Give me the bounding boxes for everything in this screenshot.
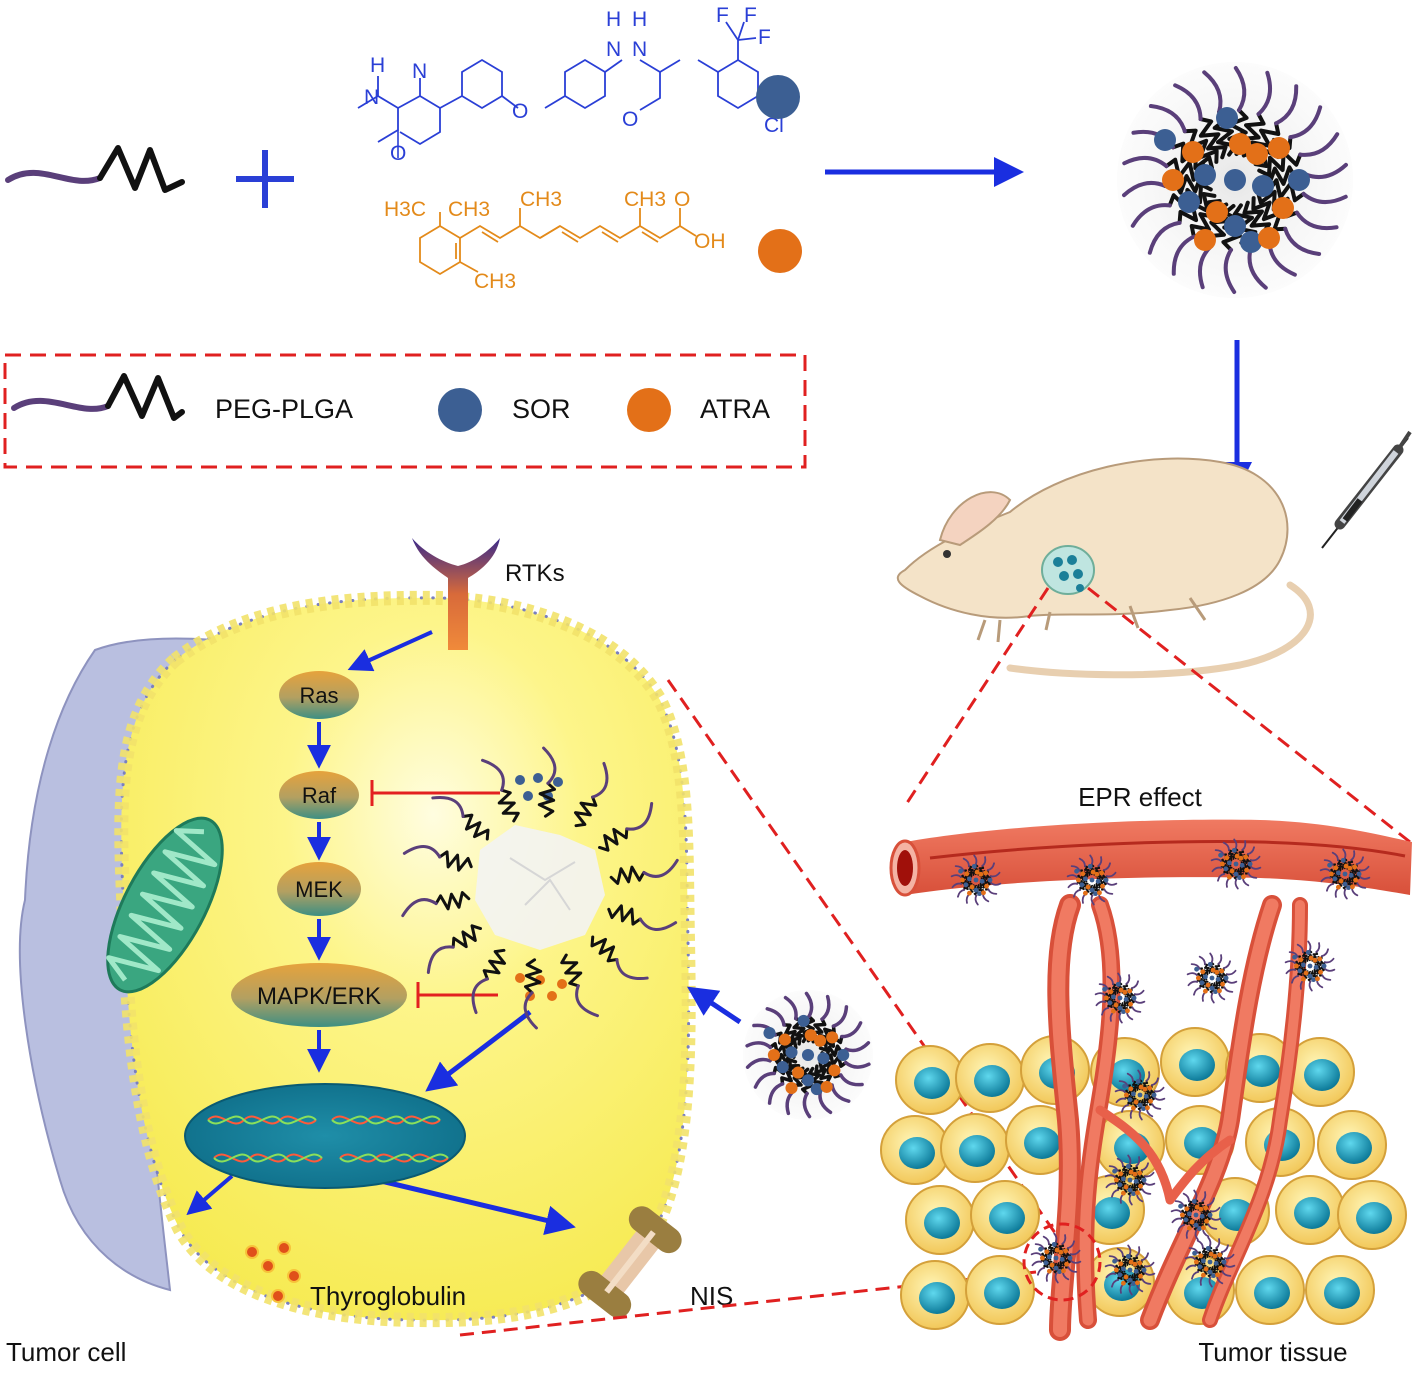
mitochondrion — [106, 816, 224, 994]
tumor-tissue-label: Tumor tissue — [1198, 1337, 1347, 1367]
atom-h3c: H3C — [384, 198, 426, 221]
atom-f2: F — [744, 4, 757, 27]
atom-o: O — [674, 188, 690, 211]
atom-ch3-c: CH3 — [624, 188, 666, 211]
micelle-large — [1117, 62, 1353, 298]
pathway-raf: Raf — [279, 771, 359, 819]
atom-o-ether: O — [512, 100, 528, 123]
pathway-mapk: MAPK/ERK — [231, 963, 407, 1027]
legend-sor-dot — [438, 388, 482, 432]
atom-ch3-d: CH3 — [474, 270, 516, 293]
nucleus — [184, 1083, 466, 1189]
thyroglobulin-label: Thyroglobulin — [310, 1281, 466, 1311]
cell-zoom-line-top — [666, 679, 1062, 1241]
mek-label: MEK — [295, 877, 343, 902]
atom-n-urea1: N — [606, 38, 621, 61]
atom-h: H — [370, 54, 385, 77]
atom-h-urea2: H — [632, 8, 647, 31]
atom-f3: F — [758, 26, 771, 49]
ras-label: Ras — [299, 683, 338, 708]
inhibition-lines — [370, 780, 500, 1008]
atom-oh: OH — [694, 230, 726, 253]
epr-label: EPR effect — [1078, 782, 1203, 812]
cell-zoom-line-bottom — [459, 1270, 1037, 1337]
tissue-micelles — [950, 838, 1371, 1296]
atra-labels: H3C CH3 CH3 CH3 CH3 O OH — [384, 188, 726, 293]
rtk-receptor: RTKs — [412, 538, 565, 650]
zoom-line-right — [1087, 586, 1411, 844]
pathway-arrows — [186, 630, 742, 1236]
atom-n: N — [364, 86, 379, 109]
tumor-cell-label: Tumor cell — [6, 1337, 126, 1367]
pathway-ras: Ras — [279, 671, 359, 719]
mouse — [896, 457, 1314, 679]
atom-n-urea2: N — [632, 38, 647, 61]
sorafenib-labels: H N N O O H N H N O F F F Cl — [364, 4, 784, 165]
legend-atra-dot — [627, 388, 671, 432]
mouse-tumor — [1041, 545, 1095, 595]
legend-atra-label: ATRA — [700, 394, 770, 424]
legend-polymer-peg — [11, 397, 111, 412]
sor-marker-top — [756, 75, 800, 119]
micelle-entering — [743, 990, 873, 1120]
plus-sign — [236, 150, 294, 208]
legend-sor-label: SOR — [512, 394, 571, 424]
nis-transporter — [578, 1206, 682, 1318]
polymer-chain-top — [5, 145, 185, 193]
atom-o-carbonyl: O — [390, 142, 406, 165]
raf-label: Raf — [302, 783, 337, 808]
atom-h-urea1: H — [606, 8, 621, 31]
atra-structure — [419, 208, 697, 276]
atom-n-ring: N — [412, 60, 427, 83]
mapk-label: MAPK/ERK — [257, 983, 381, 1010]
pathway-mek: MEK — [277, 862, 361, 916]
syringe — [1321, 430, 1412, 549]
atom-f1: F — [716, 4, 729, 27]
legend-box: PEG-PLGA SOR ATRA — [3, 353, 807, 469]
legend-polymer-label: PEG-PLGA — [215, 394, 353, 424]
atom-ch3-b: CH3 — [520, 188, 562, 211]
legend-polymer-plga — [105, 373, 185, 421]
atom-cl: Cl — [764, 114, 784, 137]
thyroglobulin-dots — [245, 1241, 301, 1303]
rtk-label: RTKs — [505, 560, 565, 587]
tissue-zoom-circle — [1022, 1222, 1102, 1302]
sorafenib-structure — [357, 21, 771, 158]
micelle-disrupted — [401, 746, 679, 1030]
atra-marker-top — [758, 229, 802, 273]
zoom-line-left — [903, 587, 1050, 807]
atom-o-urea: O — [622, 108, 638, 131]
dna-strands — [207, 1115, 449, 1163]
atom-ch3-a: CH3 — [448, 198, 490, 221]
